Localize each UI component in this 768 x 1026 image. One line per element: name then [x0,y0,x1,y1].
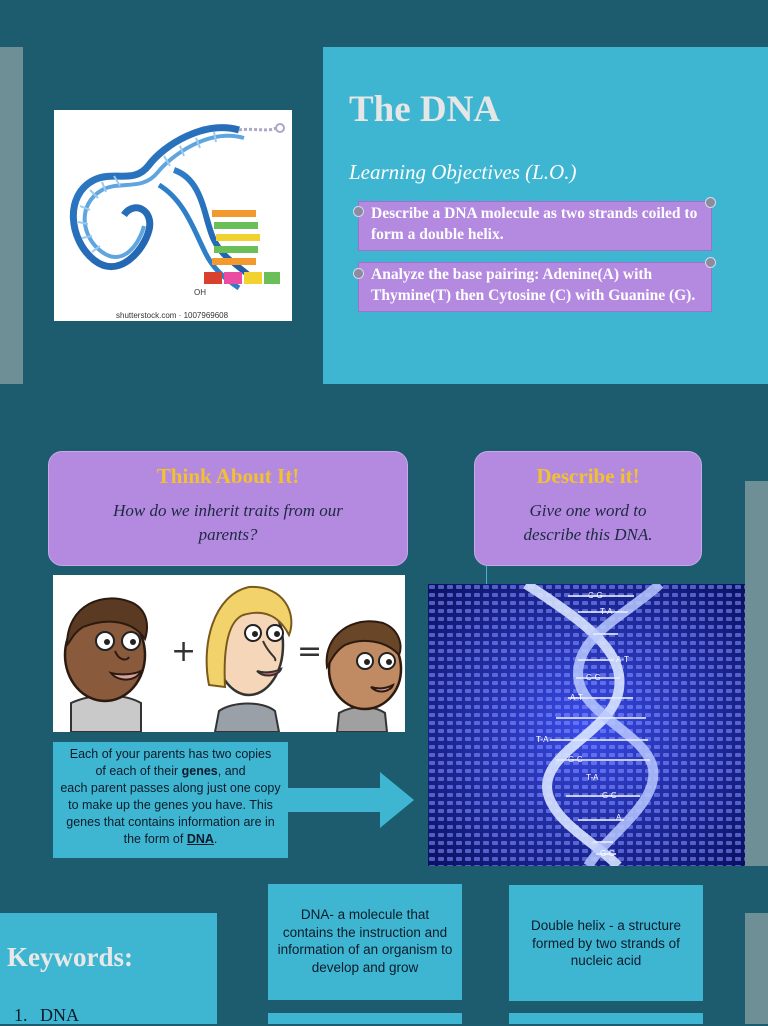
genes-explanation: Each of your parents has two copies of e… [53,742,288,858]
pair-label-5: A-T [570,693,583,702]
image-credit: shutterstock.com · 1007969608 [116,311,229,320]
objective-1-handle-right [705,197,716,208]
dna-helix-illustration: OH shutterstock.com · 1007969608 [69,123,285,320]
describe-connector-line [486,566,487,584]
genes-line-2-end: , and [217,764,246,778]
keywords-panel [0,913,217,1024]
keywords-title: Keywords: [7,942,133,972]
pair-label-7: G-C [568,755,583,764]
father-face [63,597,148,733]
page-title: The DNA [349,89,501,130]
objective-2-handle-left [353,268,364,279]
describe-it-card: Describe it! Give one word to describe t… [474,451,702,566]
genes-keyword: genes [181,764,218,778]
objective-2: Analyze the base pairing: Adenine(A) wit… [358,262,712,312]
think-about-it-title: Think About It! [156,464,300,488]
definition-box-3 [268,1013,462,1024]
definition-double-helix-text: Double helix - a structure formed by two… [530,918,682,968]
definition-double-helix: Double helix - a structure formed by two… [509,885,703,1001]
right-side-bar-bottom [745,913,768,1024]
definition-dna-text: DNA- a molecule that contains the instru… [277,907,453,975]
genes-line-2-text: of each of their [95,764,182,778]
genes-line-3: each parent passes along just one copy [60,781,281,795]
left-side-bar [0,47,23,384]
genes-line-6-text: the form of [123,832,187,846]
objective-1: Describe a DNA molecule as two strands c… [358,201,712,251]
pair-label-1: C-G [588,591,603,600]
child-face [325,620,403,733]
genes-line-2: of each of their genes, and [57,763,284,780]
definition-box-4 [509,1013,703,1024]
keyword-item-number: 1. [14,1005,28,1025]
pair-label-9: G-C [602,791,617,800]
definition-dna: DNA- a molecule that contains the instru… [268,884,462,1000]
genes-line-6: the form of DNA. [57,831,284,848]
pair-label-2: T-A [600,607,613,616]
plus-sign: + [171,634,196,669]
pair-label-6: T-A [536,735,549,744]
pair-label-10: A [616,813,622,822]
genes-line-5: genes that contains information are in [66,815,275,829]
mother-face [205,585,293,733]
right-side-bar-middle [745,481,768,866]
describe-it-title: Describe it! [536,464,640,488]
objective-1-text: Describe a DNA molecule as two strands c… [371,205,698,243]
keyword-item-label: DNA [40,1005,79,1025]
keyword-item-1: 1. DNA [14,1005,79,1026]
pair-label-4: C-G [586,673,601,682]
think-about-it-card: Think About It! How do we inherit traits… [48,451,408,566]
learning-objectives-heading: Learning Objectives (L.O.) [349,160,577,184]
family-cartoon: + = [53,575,405,733]
pair-label-3: A-T [616,655,629,664]
genes-line-4: to make up the genes you have. This [68,798,273,812]
equals-sign: = [297,634,322,669]
family-illustration: + = [63,585,403,733]
dna-keyword: DNA [186,832,214,846]
dna-double-helix-image: C-G T-A A-T C-G A-T G-C T-A G-C A G-C T-… [428,579,745,870]
objective-1-handle-left [353,206,364,217]
think-about-it-question: How do we inherit traits from our parent… [113,501,343,544]
genes-line-6-end: . [213,832,218,846]
describe-it-prompt: Give one word to describe this DNA. [523,501,653,544]
objective-2-handle-right [705,257,716,268]
genes-line-1: Each of your parents has two copies [69,747,272,761]
pair-label-8: T-A [586,773,599,782]
right-arrow-icon [288,772,414,828]
dna-illustration: OH shutterstock.com · 1007969608 [54,110,292,321]
dna-glow-illustration: C-G T-A A-T C-G A-T G-C T-A G-C A G-C T-… [428,579,745,870]
pair-label-11: G-C [600,849,615,858]
oh-label: OH [194,288,206,297]
objective-2-text: Analyze the base pairing: Adenine(A) wit… [371,266,696,304]
